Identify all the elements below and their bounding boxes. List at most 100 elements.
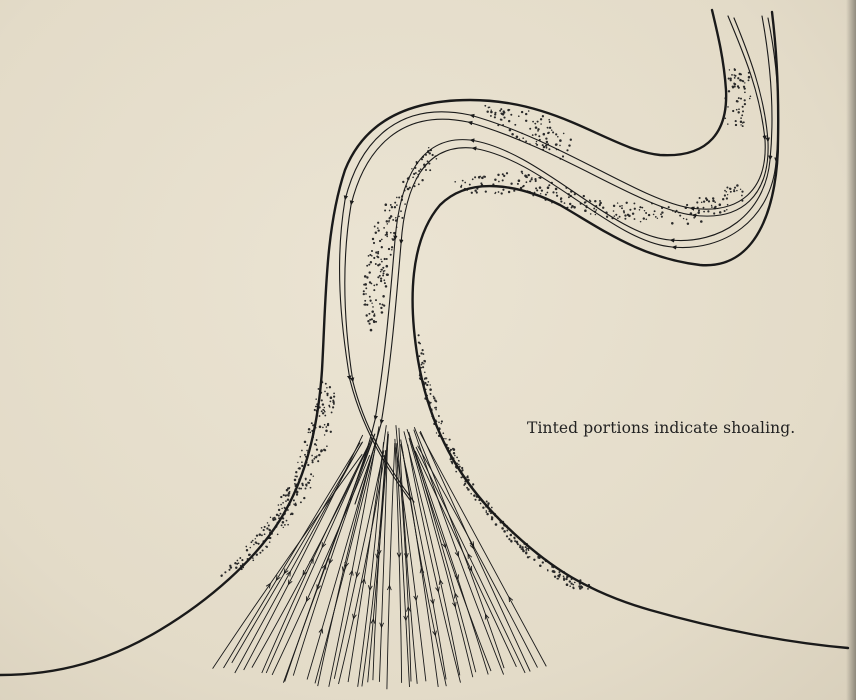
shoal-dot [366,314,368,316]
shoal-dot [572,584,574,586]
shoal-dot [696,201,698,203]
shoal-dot [621,207,623,209]
shoal-dot [617,202,618,203]
shoal-dot [499,110,501,112]
shoal-dot [264,526,266,528]
shoal-dot [290,513,292,515]
shoal-dot [372,238,374,240]
shoal-dot [324,391,326,393]
shoal-dot [310,473,312,475]
shoal-dot [438,415,440,417]
shoal-dot [508,538,510,540]
shoal-dot [280,504,282,506]
shoal-dot [458,460,460,462]
shoal-dot [599,202,601,204]
shoal-dot [540,123,542,125]
shoal-dot [491,110,492,111]
shoal-dot [661,216,663,218]
shoal-dot [740,189,741,190]
shoal-dot [452,448,454,450]
shoal-dot [266,546,267,547]
shoal-dot [246,549,248,551]
shoal-dot [381,246,383,248]
shoal-dot [368,313,370,315]
shoal-dot [239,557,241,559]
shoal-dot [380,277,382,279]
shoal-dot [683,218,684,219]
shoal-dot [615,214,617,216]
shoal-dot [429,388,432,391]
shoal-dot [547,570,548,571]
shoal-dot [527,174,529,176]
shoal-dot [639,206,641,208]
shoal-dot [543,133,546,136]
shoal-dot [517,543,519,545]
shoal-dot [380,271,382,273]
shoal-dot [514,124,516,126]
shoal-dot [703,211,705,213]
shoal-dot [645,218,647,220]
shoal-dot [516,136,519,139]
shoal-dot [377,227,379,229]
shoal-dot [736,184,739,187]
shoal-dot [425,169,427,171]
shoal-dot [301,465,303,467]
shoal-dot [494,112,496,114]
shoal-dot [522,173,524,175]
fan-current-line [293,434,375,676]
shoal-dot [563,575,565,577]
shoal-dot [486,513,488,515]
shoal-dot [540,193,541,194]
shoal-dot [424,371,426,373]
shoal-dot [442,432,444,434]
shoal-dot [311,455,313,457]
shoal-dot [379,263,381,265]
shoal-dot [422,349,424,351]
shoal-dot [262,549,264,551]
shoal-dot [330,396,333,399]
shoal-dot [373,321,376,324]
shoal-dot [535,126,538,129]
shoal-dot [398,196,400,198]
shoal-dot [668,206,670,208]
shoal-dot [498,181,500,183]
shoal-dot [311,459,313,461]
shoal-dot [241,559,243,561]
shoal-dot [282,502,284,504]
shoal-dot [261,534,263,536]
shoal-dot [387,223,389,225]
shoal-right-bank [418,334,598,591]
shoal-dot [301,450,303,452]
shoal-dot [712,200,715,203]
shoal-dot [526,176,528,178]
shoal-dot [395,217,397,219]
shoal-dot [333,396,335,398]
shoal-dot [744,91,746,93]
shoal-dot [369,271,371,273]
shoal-dot [393,232,394,233]
shoal-dot [584,209,587,212]
shoal-dot [396,204,398,206]
shoal-dot [744,87,746,89]
shoal-dot [311,422,313,424]
shoal-dot [377,222,379,224]
shoal-dot [298,467,301,470]
shoal-dot [744,82,745,83]
shoal-dot [525,551,527,553]
shoal-dot [258,543,260,545]
shoal-dot [534,178,536,180]
page-edge-shadow [846,0,856,700]
shoal-dot [436,432,437,433]
shoal-dot [479,176,481,178]
shoal-dot [523,185,525,187]
shoal-dot [538,135,540,137]
shoal-dot [714,201,716,203]
shoal-dot [569,203,571,205]
shoal-dot [563,133,565,135]
shoal-dot [737,101,739,103]
shoal-dot [237,560,239,562]
shoal-dot [707,210,709,212]
shoal-dot [741,195,743,197]
shoal-dot [624,214,626,216]
fan-current-line [379,437,387,682]
